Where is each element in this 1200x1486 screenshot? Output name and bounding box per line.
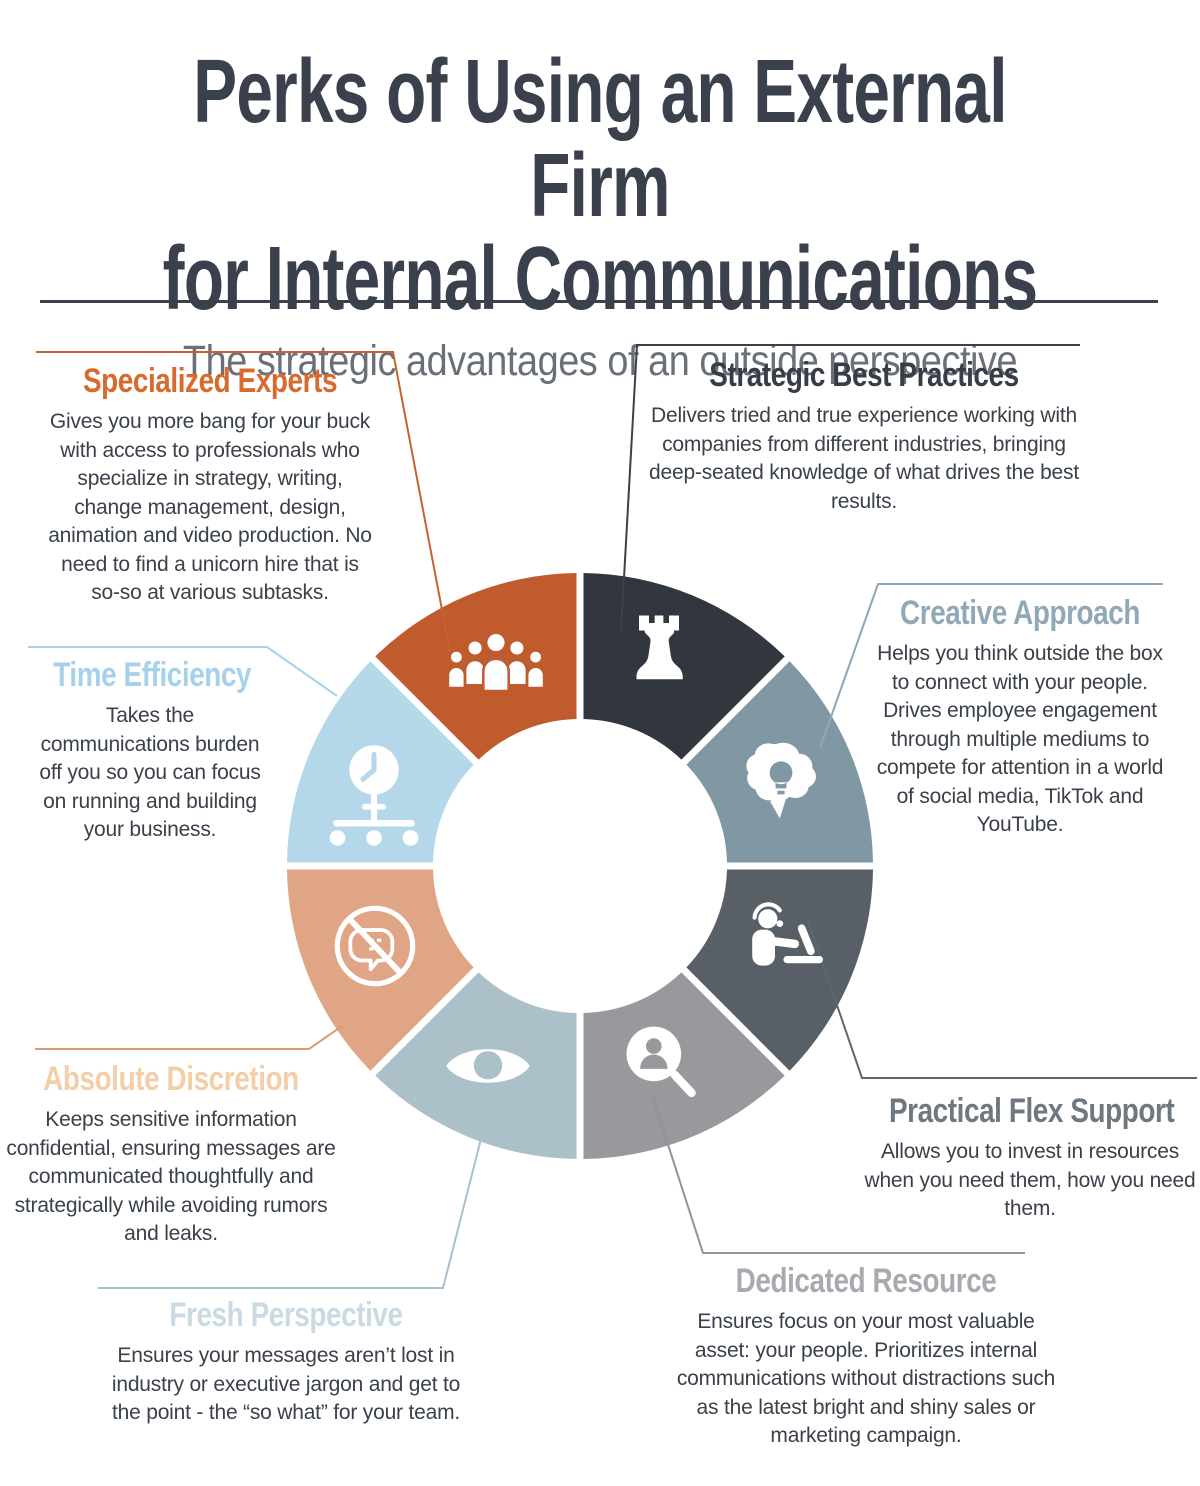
section-strategic-best-practices: Strategic Best Practices Delivers tried … — [648, 356, 1080, 516]
time-efficiency-connector-line — [28, 646, 338, 697]
absolute-discretion-connector-line — [35, 1025, 343, 1050]
section-title-absolute-discretion: Absolute Discretion — [43, 1060, 299, 1098]
strategic-best-practices-connector-line — [620, 344, 1080, 633]
absolute-discretion-segment — [287, 869, 474, 1071]
section-title-dedicated-resource: Dedicated Resource — [735, 1262, 997, 1300]
dedicated-resource-segment — [583, 972, 785, 1159]
section-title-creative-approach: Creative Approach — [900, 594, 1140, 632]
section-dedicated-resource: Dedicated Resource Ensures focus on your… — [670, 1262, 1062, 1451]
fresh-perspective-connector-line — [98, 1134, 483, 1289]
chess-rook-icon — [636, 615, 683, 680]
section-body-practical-flex-support: Allows you to invest in resources when y… — [864, 1140, 1196, 1221]
person-laptop-icon — [752, 902, 823, 966]
eye-icon — [446, 1049, 530, 1083]
page-title-line2: for Internal Communications — [162, 229, 1038, 330]
people-group-icon — [447, 631, 545, 693]
section-creative-approach: Creative Approach Helps you think outsid… — [870, 594, 1170, 840]
section-practical-flex-support: Practical Flex Support Allows you to inv… — [858, 1092, 1200, 1224]
dedicated-resource-connector-line — [651, 1094, 1025, 1254]
section-body-fresh-perspective: Ensures your messages aren’t lost in ind… — [111, 1344, 461, 1425]
section-title-fresh-perspective: Fresh Perspective — [169, 1296, 403, 1334]
practical-flex-support-connector-line — [806, 917, 1197, 1079]
section-body-creative-approach: Helps you think outside the box to conne… — [876, 642, 1164, 837]
specialized-experts-connector-line — [36, 351, 451, 653]
section-title-practical-flex-support: Practical Flex Support — [888, 1092, 1175, 1130]
creative-approach-segment — [686, 661, 873, 863]
section-fresh-perspective: Fresh Perspective Ensures your messages … — [105, 1296, 467, 1428]
page-title-line1: Perks of Using an External Firm — [193, 42, 1007, 236]
section-body-dedicated-resource: Ensures focus on your most valuable asse… — [676, 1310, 1056, 1448]
section-title-strategic-best-practices: Strategic Best Practices — [709, 356, 1019, 394]
section-time-efficiency: Time Efficiency Takes the communications… — [32, 656, 268, 845]
header-divider-rule — [40, 300, 1158, 303]
brain-lightbulb-icon — [746, 742, 816, 819]
section-specialized-experts: Specialized Experts Gives you more bang … — [45, 362, 375, 608]
no-gossip-icon — [334, 905, 416, 987]
section-body-specialized-experts: Gives you more bang for your buck with a… — [48, 410, 372, 605]
section-body-absolute-discretion: Keeps sensitive information confidential… — [6, 1108, 336, 1246]
section-title-specialized-experts: Specialized Experts — [82, 362, 338, 400]
clock-org-chart-icon — [329, 745, 419, 846]
section-body-strategic-best-practices: Delivers tried and true experience worki… — [649, 404, 1079, 513]
strategic-best-practices-segment — [583, 573, 785, 760]
practical-flex-support-segment — [686, 869, 873, 1071]
creative-approach-connector-line — [819, 583, 1163, 749]
section-absolute-discretion: Absolute Discretion Keeps sensitive info… — [4, 1060, 338, 1249]
section-title-time-efficiency: Time Efficiency — [53, 656, 252, 694]
person-magnifier-icon — [626, 1026, 696, 1098]
section-body-time-efficiency: Takes the communications burden off you … — [39, 704, 261, 842]
